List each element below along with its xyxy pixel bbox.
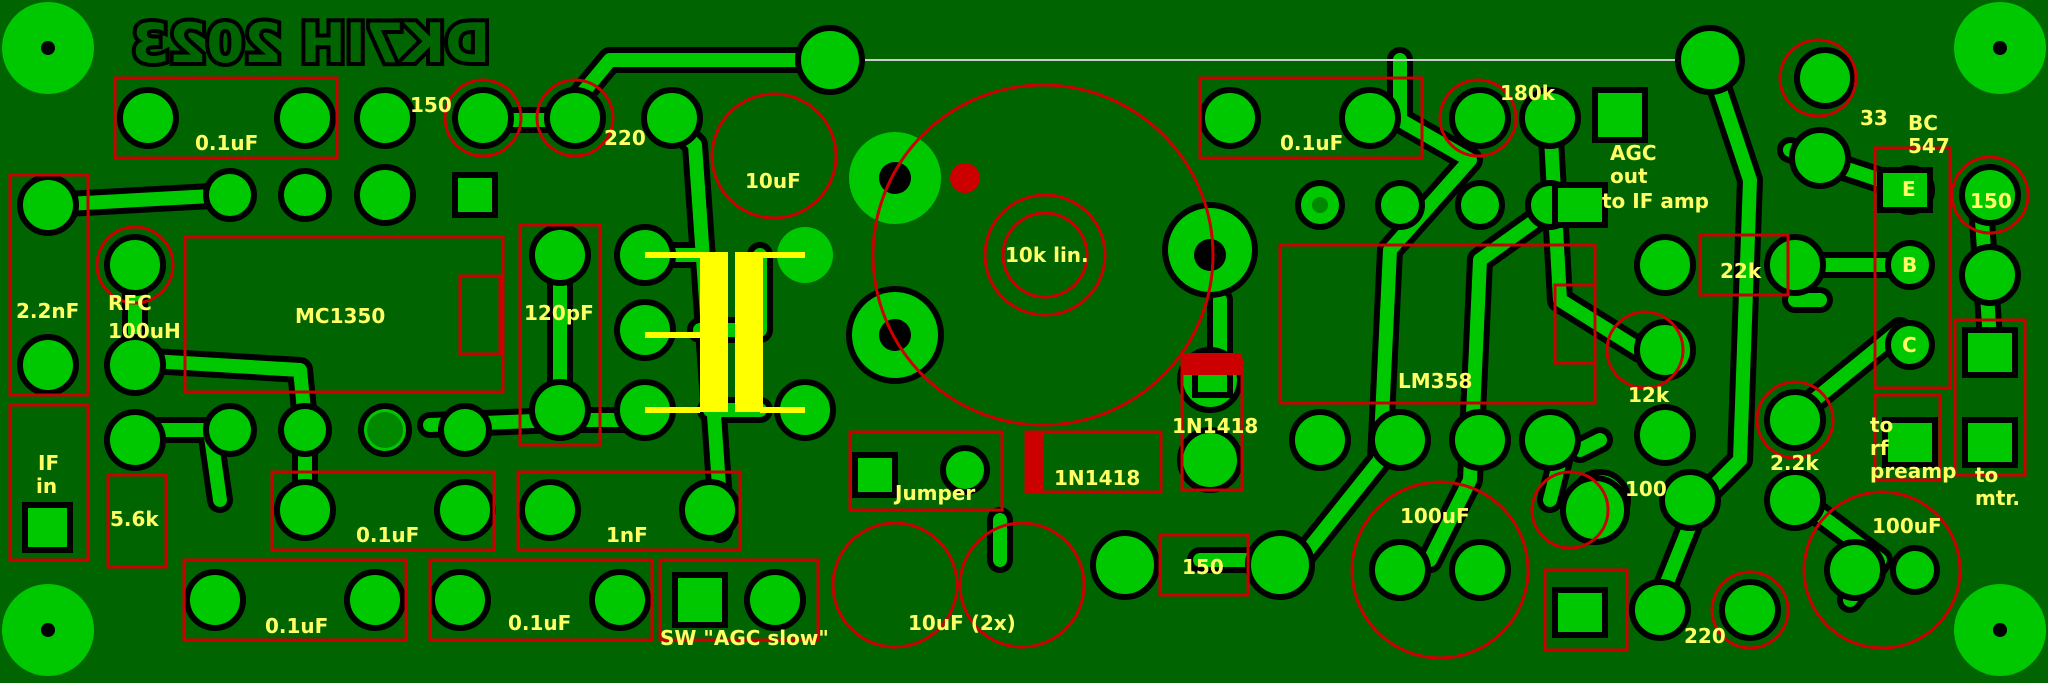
label-c1: 0.1uF: [195, 131, 258, 155]
component-labels: 0.1uF 150 220 10uF 0.1uF 180k AGC out to…: [16, 81, 2020, 650]
label-ic2: LM358: [1398, 369, 1472, 393]
board-title: DK7IH 2023: [127, 8, 494, 79]
label-c-top-right: 0.1uF: [1280, 131, 1343, 155]
label-agc-to: to IF amp: [1602, 189, 1709, 213]
label-c120p: 120pF: [524, 301, 594, 325]
label-jumper: Jumper: [893, 481, 975, 505]
label-r150-right: 150: [1970, 189, 2012, 213]
label-bc547: 547: [1908, 134, 1950, 158]
label-c1nf: 1nF: [606, 523, 648, 547]
label-r150-bottom: 150: [1182, 555, 1224, 579]
label-pin-e: E: [1902, 177, 1916, 201]
label-r220-bottom: 220: [1684, 624, 1726, 648]
label-to-rf-3: preamp: [1870, 459, 1956, 483]
board-title-text: DK7IH 2023: [131, 12, 490, 75]
label-c-bottom-2: 0.1uF: [508, 611, 571, 635]
label-pot: 10k lin.: [1005, 243, 1089, 267]
diode-markers: [1026, 353, 1242, 492]
label-c100uf-left: 100uF: [1400, 504, 1470, 528]
component-pads: [17, 25, 2021, 641]
crystal-filter: [645, 252, 805, 413]
label-c-mid1: 0.1uF: [356, 523, 419, 547]
label-r2k2: 2.2k: [1770, 451, 1819, 475]
label-c10uf-2x: 10uF (2x): [908, 611, 1016, 635]
label-pin-c: C: [1902, 333, 1917, 357]
label-r12k: 12k: [1628, 383, 1670, 407]
label-r180k: 180k: [1500, 81, 1556, 105]
label-c100uf-right: 100uF: [1872, 514, 1942, 538]
label-rfc: RFC: [108, 291, 152, 315]
label-ic1: MC1350: [295, 304, 385, 328]
label-agc: AGC: [1610, 141, 1657, 165]
label-r100: 100: [1625, 477, 1667, 501]
label-if-in-1: IF: [38, 451, 59, 475]
label-c-bottom-1: 0.1uF: [265, 614, 328, 638]
label-c2n2: 2.2nF: [16, 299, 79, 323]
label-rfc-val: 100uH: [108, 319, 181, 343]
label-d1: 1N1418: [1172, 414, 1258, 438]
label-to-rf-2: rf: [1870, 436, 1889, 460]
label-to-mtr-2: mtr.: [1975, 486, 2020, 510]
label-if-in-2: in: [36, 474, 57, 498]
label-r220-top: 220: [604, 126, 646, 150]
label-agc-out: out: [1610, 164, 1648, 188]
label-pin-b: B: [1902, 253, 1917, 277]
label-bc: BC: [1908, 111, 1938, 135]
label-r5k6: 5.6k: [110, 507, 159, 531]
label-q33: 33: [1860, 106, 1888, 130]
label-switch: SW "AGC slow": [660, 626, 829, 650]
label-r22k: 22k: [1720, 259, 1762, 283]
label-d2: 1N1418: [1054, 466, 1140, 490]
label-to-rf-1: to: [1870, 413, 1893, 437]
label-c10uf-top: 10uF: [745, 169, 801, 193]
label-r150-top: 150: [410, 93, 452, 117]
label-to-mtr-1: to: [1975, 463, 1998, 487]
